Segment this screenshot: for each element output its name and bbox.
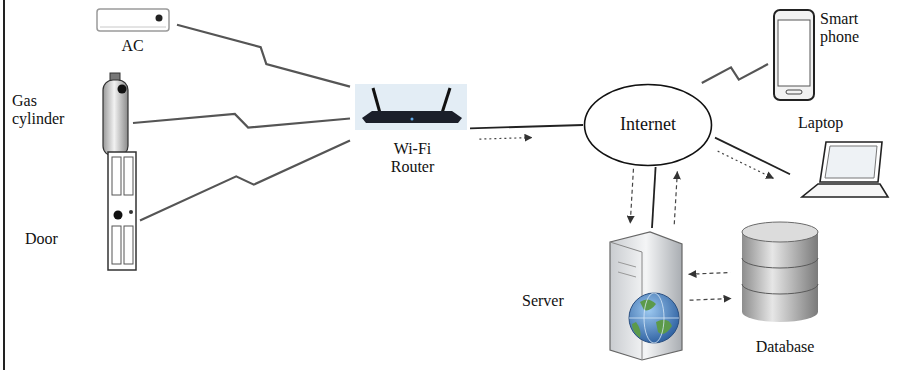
- link-line: [715, 138, 790, 175]
- wireless-link: [702, 64, 768, 83]
- door-panel: [124, 157, 133, 195]
- internet-cloud: Internet: [583, 83, 715, 167]
- network-link: [630, 167, 677, 228]
- cylinder-body: [103, 80, 128, 156]
- flow-arrow: [688, 272, 730, 274]
- phone-icon: [774, 10, 814, 100]
- database-icon: [742, 222, 818, 322]
- device-label: Server: [522, 292, 588, 310]
- gas-cylinder-icon: [103, 73, 128, 156]
- router-body: [362, 111, 462, 123]
- frame-line: [3, 0, 5, 370]
- flow-arrow: [630, 169, 633, 224]
- wireless-link: [140, 141, 350, 221]
- network-link: [688, 272, 731, 300]
- laptop-screen: [820, 142, 882, 182]
- laptop-icon: [802, 142, 888, 197]
- flow-arrow: [690, 298, 732, 300]
- device-node: Door: [25, 148, 140, 273]
- device-label: Database: [735, 338, 835, 356]
- door-icon: [108, 152, 136, 270]
- db-top: [742, 222, 818, 242]
- client-node: Smart phone: [768, 4, 893, 104]
- flow-arrow: [718, 151, 774, 178]
- flow-arrow: [479, 138, 532, 140]
- network-link: [470, 125, 583, 139]
- globe-equator: [629, 318, 679, 319]
- device-label: Smart phone: [820, 10, 882, 47]
- node-text: Internet: [583, 114, 713, 135]
- database-node: Database: [735, 220, 837, 362]
- lightning-bolt: [177, 25, 350, 87]
- cylinder-sensor: [118, 85, 127, 94]
- db-bottom: [742, 302, 818, 322]
- server-slot: [618, 272, 636, 277]
- ac-icon: [97, 9, 169, 31]
- router-icon: [355, 84, 467, 130]
- wireless-link: [177, 25, 350, 87]
- server-slot: [618, 262, 636, 267]
- client-node: Laptop: [790, 114, 890, 200]
- link-line: [470, 125, 583, 128]
- globe: [629, 293, 679, 343]
- lightning-bolt: [702, 64, 768, 83]
- device-label: Gas cylinder: [12, 92, 84, 129]
- door-frame: [108, 152, 136, 270]
- router-antenna: [442, 88, 450, 113]
- phone-body: [774, 10, 814, 100]
- globe-land: [632, 299, 672, 338]
- door-panel: [112, 157, 121, 195]
- device-node: AC: [90, 4, 177, 60]
- router-led: [411, 118, 414, 121]
- router-backdrop: [355, 84, 467, 130]
- phone-screen: [778, 20, 810, 86]
- lightning-bolt: [140, 141, 350, 221]
- router-node: Wi-Fi Router: [350, 80, 470, 190]
- door-knob: [129, 210, 133, 214]
- device-node: Gas cylinder: [8, 74, 133, 160]
- lightning-bolt: [133, 114, 350, 128]
- device-label: AC: [90, 37, 175, 55]
- device-label: Wi-Fi Router: [380, 140, 445, 177]
- flow-arrow: [674, 171, 677, 226]
- server-tower: [610, 232, 682, 360]
- laptop-base: [802, 184, 888, 197]
- router-antenna: [373, 88, 380, 113]
- link-line: [652, 167, 656, 228]
- device-label: Laptop: [798, 114, 870, 132]
- db-body: [742, 232, 818, 312]
- ac-body: [97, 9, 169, 31]
- door-panel: [124, 226, 133, 264]
- ac-sensor: [156, 15, 163, 22]
- laptop-display: [825, 146, 877, 178]
- network-link: [715, 138, 790, 179]
- phone-button: [786, 90, 802, 94]
- door-sensor: [114, 211, 123, 220]
- db-band: [742, 284, 818, 294]
- device-label: Door: [25, 230, 85, 248]
- server-icon: [610, 232, 682, 360]
- db-band: [742, 258, 818, 268]
- server-node: Server: [520, 228, 685, 360]
- wireless-link: [133, 114, 350, 128]
- door-panel: [112, 226, 121, 264]
- ac-vent: [100, 27, 166, 28]
